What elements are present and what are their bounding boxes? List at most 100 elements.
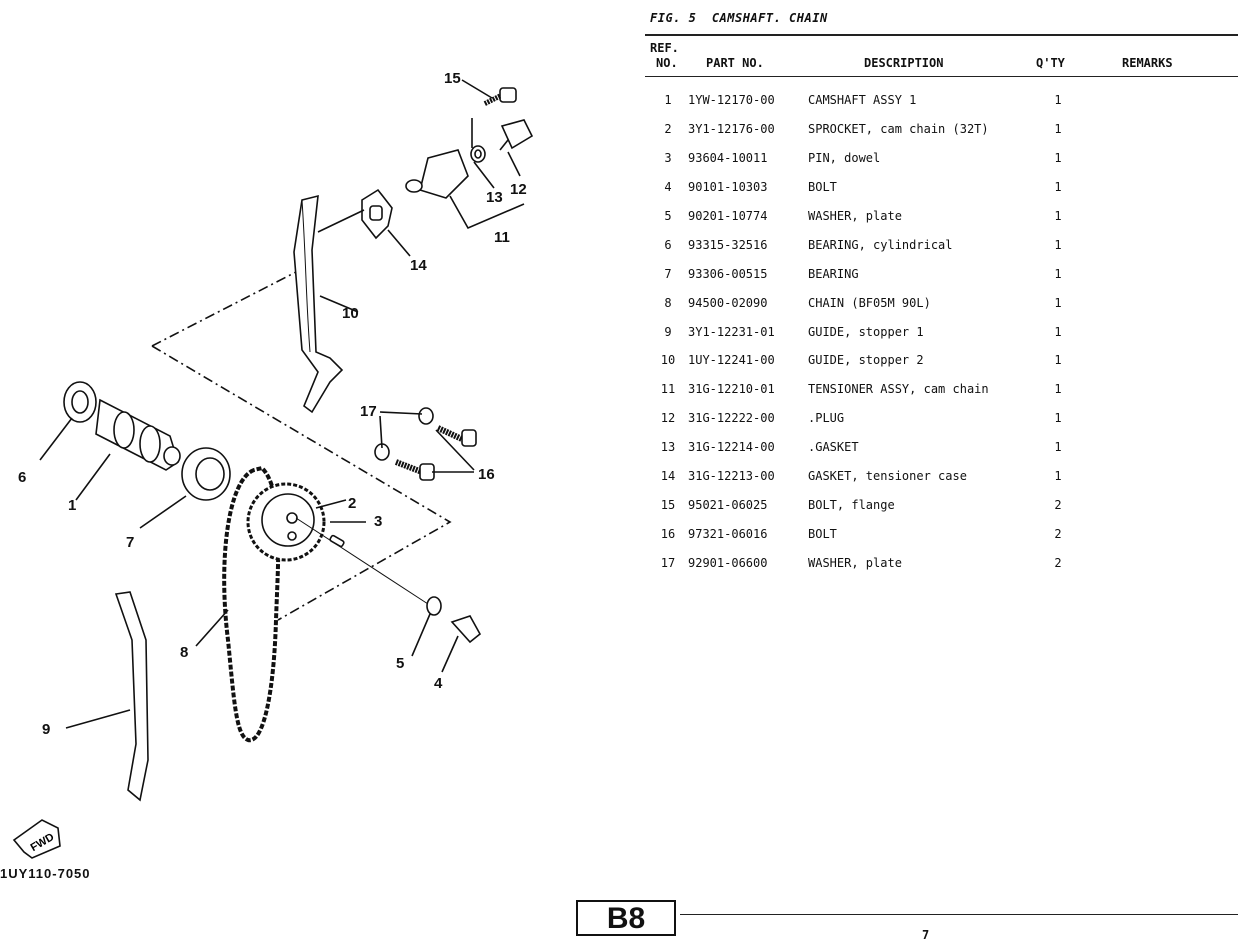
cell-remarks bbox=[1078, 346, 1238, 375]
cell-description: TENSIONER ASSY, cam chain bbox=[808, 382, 989, 397]
callout-8: 8 bbox=[180, 644, 188, 661]
cell-qty: 1 bbox=[1054, 353, 1062, 368]
callout-11: 11 bbox=[494, 229, 510, 246]
header-part-no: PART NO. bbox=[706, 56, 764, 70]
cell-remarks bbox=[1078, 490, 1238, 519]
cell-remarks bbox=[1078, 288, 1238, 317]
callout-16: 16 bbox=[478, 466, 495, 483]
cell-remarks bbox=[1078, 86, 1238, 115]
cell-ref: 1 bbox=[664, 93, 672, 108]
cell-qty: 1 bbox=[1054, 411, 1062, 426]
cell-qty: 2 bbox=[1054, 497, 1062, 512]
cell-remarks bbox=[1078, 317, 1238, 346]
cell-part-no: 97321-06016 bbox=[688, 526, 768, 541]
cell-qty: 2 bbox=[1054, 526, 1062, 541]
header-qty: Q'TY bbox=[1036, 56, 1065, 70]
callout-5: 5 bbox=[396, 655, 404, 672]
cell-ref: 12 bbox=[660, 411, 676, 426]
header-remarks: REMARKS bbox=[1122, 56, 1173, 70]
callout-10: 10 bbox=[342, 305, 359, 322]
callout-14: 14 bbox=[410, 257, 427, 274]
cell-ref: 2 bbox=[664, 122, 672, 137]
cell-ref: 15 bbox=[660, 497, 676, 512]
cell-part-no: 31G-12222-00 bbox=[688, 411, 775, 426]
cell-description: SPROCKET, cam chain (32T) bbox=[808, 122, 989, 137]
cell-qty: 2 bbox=[1054, 555, 1062, 570]
cell-ref: 7 bbox=[664, 266, 672, 281]
bolt bbox=[450, 615, 482, 644]
callout-3: 3 bbox=[374, 513, 382, 530]
callout-6: 6 bbox=[18, 469, 26, 486]
cell-qty: 1 bbox=[1054, 180, 1062, 195]
cell-ref: 8 bbox=[664, 295, 672, 310]
cell-part-no: 1YW-12170-00 bbox=[688, 93, 775, 108]
callout-15: 15 bbox=[444, 70, 461, 87]
bolt-flange bbox=[499, 87, 517, 103]
cell-description: WASHER, plate bbox=[808, 555, 902, 570]
pin-dowel bbox=[329, 534, 345, 548]
figure-name: CAMSHAFT. CHAIN bbox=[711, 11, 828, 25]
cell-part-no: 3Y1-12176-00 bbox=[688, 122, 775, 137]
cell-remarks bbox=[1078, 519, 1238, 548]
guide-stopper-1 bbox=[114, 591, 149, 802]
fwd-arrow-icon bbox=[12, 819, 61, 859]
cell-qty: 1 bbox=[1054, 440, 1062, 455]
cell-qty: 1 bbox=[1054, 151, 1062, 166]
gasket-tensioner-case bbox=[361, 188, 393, 240]
cell-description: .PLUG bbox=[808, 411, 845, 426]
header-ref-top: REF. bbox=[650, 41, 679, 55]
cell-description: GASKET, tensioner case bbox=[808, 469, 967, 484]
cell-remarks bbox=[1078, 375, 1238, 404]
cell-ref: 3 bbox=[664, 151, 672, 166]
cell-part-no: 95021-06025 bbox=[688, 497, 768, 512]
diagram-callouts: 15 12 13 11 14 10 17 16 6 1 2 3 7 8 5 4 … bbox=[18, 70, 527, 854]
diagram-code: 1UY110-7050 bbox=[0, 866, 91, 881]
plug bbox=[500, 119, 534, 150]
cell-qty: 1 bbox=[1054, 209, 1062, 223]
cell-qty: 1 bbox=[1054, 266, 1062, 281]
cell-ref: 6 bbox=[664, 237, 672, 252]
cell-part-no: 31G-12213-00 bbox=[688, 469, 775, 484]
table-row: 3 93604-10011 PIN, dowel 1 bbox=[648, 144, 1238, 173]
cell-remarks bbox=[1078, 548, 1238, 577]
cell-part-no: 93604-10011 bbox=[688, 151, 768, 166]
bearing-cylindrical bbox=[63, 381, 97, 423]
cell-part-no: 92901-06600 bbox=[688, 555, 768, 570]
cell-ref: 4 bbox=[664, 180, 672, 195]
header-bottom-rule bbox=[645, 76, 1238, 77]
cell-remarks bbox=[1078, 144, 1238, 173]
cell-description: CAMSHAFT ASSY 1 bbox=[808, 93, 917, 108]
callout-17: 17 bbox=[360, 403, 377, 420]
cell-description: GUIDE, stopper 2 bbox=[808, 353, 924, 368]
table-row: 12 31G-12222-00 .PLUG 1 bbox=[648, 404, 1238, 433]
callout-13: 13 bbox=[486, 189, 503, 206]
bearing bbox=[181, 447, 231, 501]
exploded-diagram: 15 12 13 11 14 10 17 16 6 1 2 3 7 8 5 4 … bbox=[12, 70, 534, 859]
cell-remarks bbox=[1078, 259, 1238, 288]
cell-part-no: 93306-00515 bbox=[688, 266, 768, 281]
callout-4: 4 bbox=[434, 675, 443, 692]
cell-part-no: 90201-10774 bbox=[688, 209, 768, 223]
cell-description: PIN, dowel bbox=[808, 151, 881, 166]
cell-part-no: 3Y1-12231-01 bbox=[688, 324, 775, 339]
cell-part-no: 90101-10303 bbox=[688, 180, 768, 195]
cell-description: BEARING bbox=[808, 266, 859, 281]
cell-remarks bbox=[1078, 202, 1238, 231]
callout-9: 9 bbox=[42, 721, 50, 738]
table-row: 7 93306-00515 BEARING 1 bbox=[648, 259, 1238, 288]
cell-part-no: 93315-32516 bbox=[688, 237, 768, 252]
assembly-outline bbox=[151, 271, 452, 621]
cell-qty: 1 bbox=[1054, 295, 1062, 310]
callout-12: 12 bbox=[510, 181, 527, 198]
